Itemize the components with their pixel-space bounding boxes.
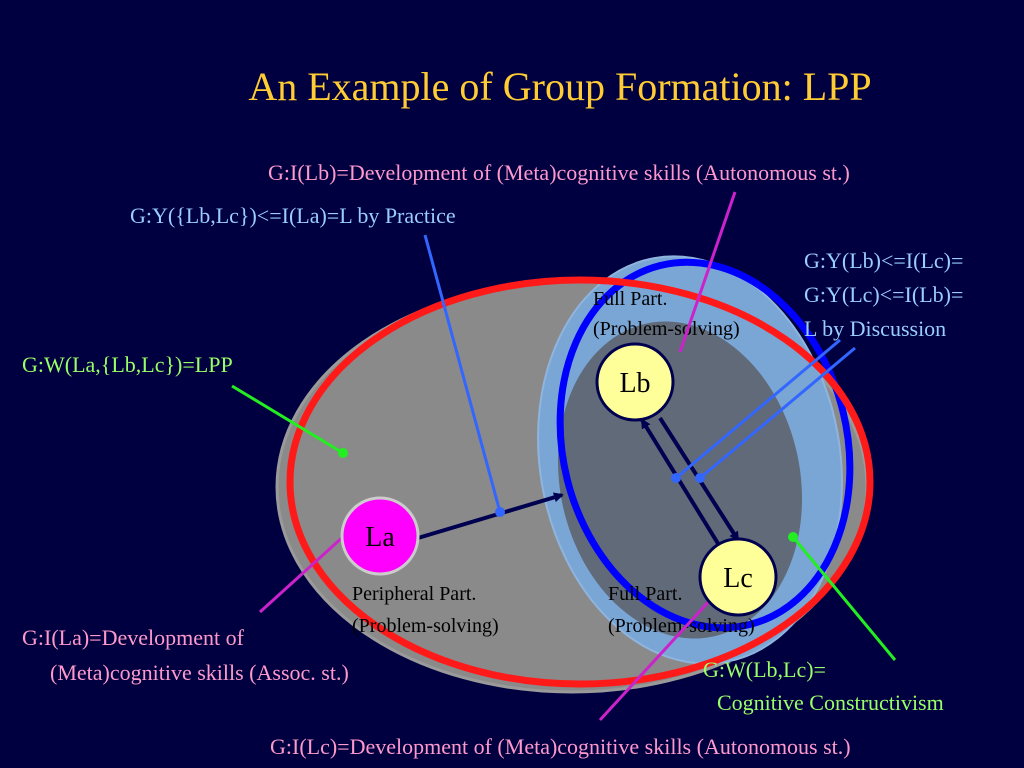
annotation-i-lc: G:I(Lc)=Development of (Meta)cognitive s… — [270, 734, 851, 759]
node-la-label: La — [365, 522, 395, 553]
pointer-y-group-dot — [495, 507, 505, 517]
node-la: La — [340, 496, 420, 576]
annotation-i-lb: G:I(Lb)=Development of (Meta)cognitive s… — [268, 160, 850, 185]
la-to-group-arrow — [417, 492, 564, 540]
node-lb-label: Lb — [619, 368, 650, 399]
group-red-ellipse — [286, 276, 874, 688]
pointer-w-lblc-dot — [788, 532, 798, 542]
full-part-bottom-label-1: Full Part. — [608, 583, 682, 605]
annotation-i-la-1: G:I(La)=Development of — [22, 625, 245, 650]
pointer-y-discussion-1 — [675, 338, 841, 480]
pointer-y-group — [423, 234, 502, 513]
pointer-i-la — [258, 533, 347, 614]
annotation-w-lblc-1: G:W(Lb,Lc)= — [703, 657, 826, 682]
pointer-y-discussion-dot-2 — [695, 473, 705, 483]
full-part-top-label-1: Full Part. — [593, 288, 667, 310]
annotation-y-discussion-3: L by Discussion — [804, 316, 946, 341]
pointer-y-discussion-dot-1 — [671, 473, 681, 483]
annotation-y-discussion-1: G:Y(Lb)<=I(Lc)= — [804, 248, 963, 273]
pointer-w-lpp-dot — [338, 448, 348, 458]
pointer-i-lc — [598, 596, 714, 722]
slide-title: An Example of Group Formation: LPP — [248, 64, 871, 109]
node-lb: Lb — [595, 342, 675, 422]
annotation-y-group: G:Y({Lb,Lc})<=I(La)=L by Practice — [130, 203, 456, 228]
subgroup-blue-ellipse — [556, 258, 854, 632]
lc-to-lb-arrow — [640, 418, 724, 552]
full-part-bottom-label-2: (Problem-solving) — [608, 615, 755, 637]
pointer-y-discussion-2 — [699, 346, 856, 480]
pointer-w-lpp — [231, 384, 344, 455]
node-lc: Lc — [698, 537, 778, 617]
pointer-w-lblc — [791, 536, 897, 661]
annotation-y-discussion-2: G:Y(Lc)<=I(Lb)= — [804, 282, 963, 307]
annotation-i-la-2: (Meta)cognitive skills (Assoc. st.) — [50, 660, 349, 685]
node-lc-label: Lc — [723, 563, 753, 594]
annotation-w-lblc-2: Cognitive Constructivism — [717, 690, 944, 715]
pointer-i-lb — [678, 191, 737, 353]
full-part-top-label-2: (Problem-solving) — [593, 318, 740, 340]
peripheral-part-label-2: (Problem-solving) — [352, 615, 499, 637]
peripheral-part-label-1: Peripheral Part. — [352, 583, 476, 605]
annotation-w-lpp: G:W(La,{Lb,Lc})=LPP — [22, 352, 233, 377]
